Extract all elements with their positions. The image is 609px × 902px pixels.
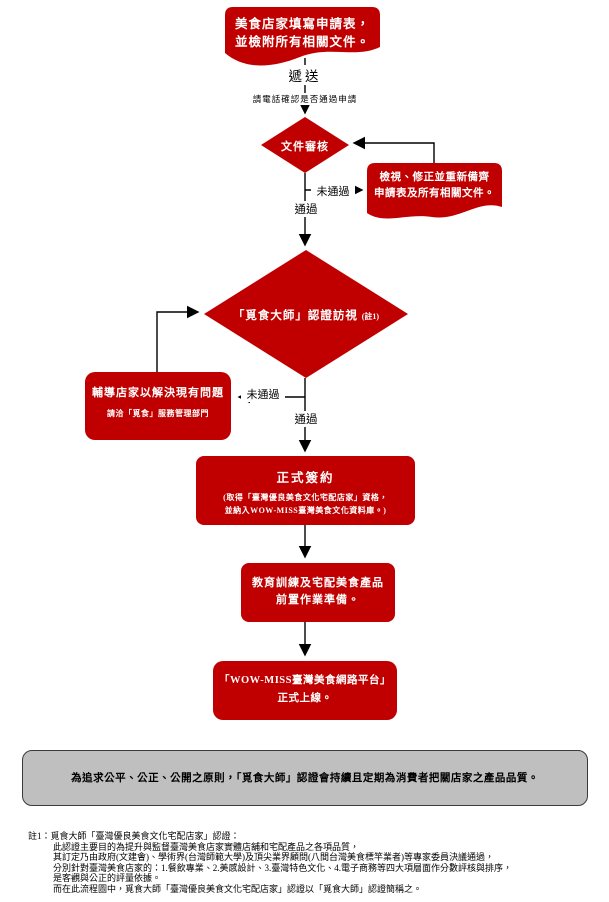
sign-title: 正式簽約	[276, 471, 335, 485]
edge-revise-to-review	[352, 136, 435, 163]
apply-document-shape	[225, 7, 380, 66]
review-fail-label: 未通過	[311, 183, 355, 199]
launch-text: 「WOW-MISS臺灣美食網路平台」 正式上線。	[213, 672, 397, 708]
revise-line1: 檢視、修正並重新備齊	[379, 172, 490, 183]
visit-fail-label: 未通過	[241, 386, 285, 402]
sign-sub-line1: (取得「臺灣優良美食文化宅配店家」資格，	[223, 493, 388, 502]
footnote-line4: 分別針對臺灣美食店家的：1.餐飲專業、2.美感設計、3.臺灣特色文化、4.電子商…	[53, 862, 513, 873]
quality-note-text: 為追求公平、公正、公開之原則，「覓食大師」認證會持續且定期為消費者把關店家之產品…	[71, 773, 539, 784]
footnote-line5: 是客觀與公正的評量依據。	[53, 873, 162, 884]
counsel-sub: 請洽「覓食」服務管理部門	[107, 409, 209, 418]
sign-box	[196, 456, 415, 525]
review-diamond-shape	[261, 117, 349, 173]
footnote-line3: 其訂定乃由政府(文建會)、學術界(台灣師範大學)及頂尖業界顧問(八間台灣美食標竿…	[53, 852, 494, 863]
review-diamond-text: 文件審核	[281, 141, 329, 153]
launch-box	[213, 661, 397, 720]
footnote-label: 註1：	[28, 831, 51, 841]
training-box	[241, 563, 395, 622]
review-pass-label: 通過	[287, 201, 325, 217]
footnote-block: 註1：覓食大師「臺灣優良美食文化宅配店家」認證： 此認證主要目的為提升與監督臺灣…	[28, 831, 603, 895]
training-line2: 前置作業準備。	[276, 594, 360, 606]
quality-note-box	[22, 750, 588, 806]
launch-line1: 「WOW-MISS臺灣美食網路平台」	[219, 675, 391, 686]
revise-line2: 申請表及所有相關文件。	[374, 188, 495, 199]
footnote-title: 覓食大師「臺灣優良美食文化宅配店家」認證：	[50, 831, 240, 841]
footnote-line6: 而在此流程圖中，覓食大師「臺灣優良美食文化宅配店家」認證以「覓食大師」認證簡稱之…	[53, 883, 423, 894]
footnote-line2: 此認證主要目的為提升與監督臺灣美食店家實體店舖和宅配產品之各項品質，	[53, 841, 360, 852]
footnote-line1: 註1：覓食大師「臺灣優良美食文化宅配店家」認證：	[28, 831, 603, 842]
visit-diamond-note: (註1)	[361, 312, 380, 321]
launch-line2: 正式上線。	[277, 693, 333, 704]
training-text: 教育訓練及宅配美食產品 前置作業準備。	[241, 575, 395, 609]
visit-diamond-shape	[204, 250, 408, 378]
sign-sub-line2: 並納入WOW-MISS臺灣美食文化資料庫。)	[224, 506, 387, 515]
revise-document-text: 檢視、修正並重新備齊 申請表及所有相關文件。	[367, 170, 502, 202]
visit-diamond-main: 「覓食大師」認證訪視	[232, 310, 358, 322]
phone-confirm-note: 請電話確認是否通過申請	[233, 93, 377, 105]
revise-document-shape	[367, 163, 502, 219]
counsel-title: 輔導店家以解決現有問題	[92, 387, 224, 399]
visit-pass-label: 通過	[287, 411, 325, 427]
visit-diamond-text: 「覓食大師」認證訪視 (註1)	[204, 307, 408, 323]
edge-counsel-to-visit	[156, 305, 200, 372]
training-line1: 教育訓練及宅配美食產品	[252, 577, 384, 589]
apply-line1: 美食店家填寫申請表，	[234, 17, 370, 31]
sign-sub: (取得「臺灣優良美食文化宅配店家」資格， 並納入WOW-MISS臺灣美食文化資料…	[196, 491, 415, 517]
deliver-label: 遞送	[277, 65, 333, 85]
counsel-box	[85, 372, 231, 440]
apply-line2: 並檢附所有相關文件。	[234, 35, 370, 49]
apply-document-text: 美食店家填寫申請表， 並檢附所有相關文件。	[225, 15, 380, 51]
